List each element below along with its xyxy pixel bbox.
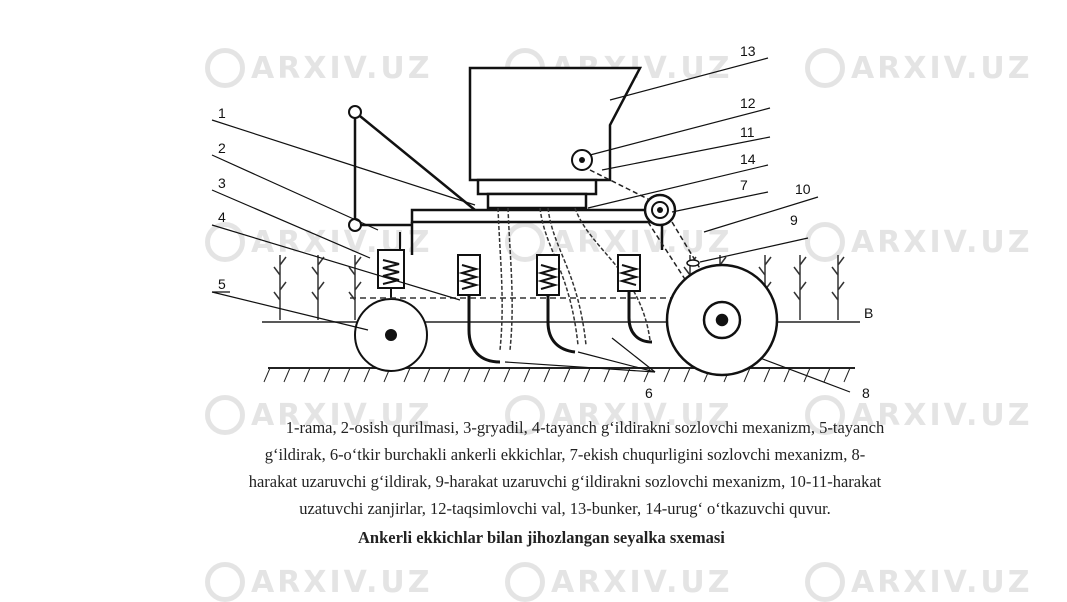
label-10: 10 (795, 181, 811, 197)
anchor-openers (457, 254, 653, 364)
watermark-logo-icon (505, 395, 545, 435)
watermark: ARXIV.UZ (505, 222, 732, 262)
watermark: ARXIV.UZ (205, 395, 432, 435)
seeder-diagram: 1 2 3 4 5 6 7 8 9 10 11 12 13 14 B (211, 43, 873, 401)
support-wheel-assembly (354, 232, 428, 372)
watermark-logo-icon (205, 222, 245, 262)
label-7: 7 (740, 177, 748, 193)
leader-lines (211, 57, 851, 393)
label-4: 4 (218, 209, 226, 225)
label-8: 8 (862, 385, 870, 401)
label-5: 5 (218, 276, 226, 292)
figure-title: Ankerli ekkichlar bilan jihozlangan seya… (358, 528, 725, 547)
watermark: ARXIV.UZ (805, 222, 1032, 262)
label-9: 9 (790, 212, 798, 228)
watermark: ARXIV.UZ (805, 48, 1032, 88)
caption-line: g‘ildirak, 6-o‘tkir burchakli ankerli ek… (264, 445, 866, 464)
watermark-logo-icon (505, 562, 545, 602)
watermark: ARXIV.UZ (505, 562, 732, 602)
sprocket-center-icon (657, 207, 663, 213)
wheel-adjuster-icon (686, 259, 700, 267)
watermark-logo-icon (805, 562, 845, 602)
watermark-logo-icon (505, 222, 545, 262)
watermark-logo-icon (205, 48, 245, 88)
watermark: ARXIV.UZ (205, 48, 432, 88)
watermark: ARXIV.UZ (805, 562, 1032, 602)
label-6: 6 (645, 385, 653, 401)
figure-caption: 1-rama, 2-osish qurilmasi, 3-gryadil, 4-… (170, 414, 960, 522)
hitch-pin-icon (348, 218, 362, 232)
caption-line: harakat uzaruvchi g‘ildirak, 9-harakat u… (248, 472, 882, 491)
label-1: 1 (218, 105, 226, 121)
label-3: 3 (218, 175, 226, 191)
label-12: 12 (740, 95, 756, 111)
shaft-center-icon (579, 157, 585, 163)
watermark: ARXIV.UZ (805, 395, 1032, 435)
watermark: ARXIV.UZ (505, 395, 732, 435)
label-2: 2 (218, 140, 226, 156)
watermark-logo-icon (805, 222, 845, 262)
label-13: 13 (740, 43, 756, 59)
watermark-logo-icon (205, 395, 245, 435)
label-11: 11 (740, 124, 755, 140)
hopper (468, 66, 643, 210)
drive-wheel (665, 263, 779, 377)
level-label-b: B (864, 305, 873, 321)
label-14: 14 (740, 151, 756, 167)
watermark-logo-icon (805, 395, 845, 435)
watermark-logo-icon (805, 48, 845, 88)
watermark: ARXIV.UZ (205, 562, 432, 602)
seed-tubes (497, 207, 651, 351)
caption-line: 1-rama, 2-osish qurilmasi, 3-gryadil, 4-… (285, 418, 885, 437)
caption-line: uzatuvchi zanjirlar, 12-taqsimlovchi val… (299, 499, 831, 518)
watermark-logo-icon (205, 562, 245, 602)
hitch-pin-icon (348, 105, 362, 119)
